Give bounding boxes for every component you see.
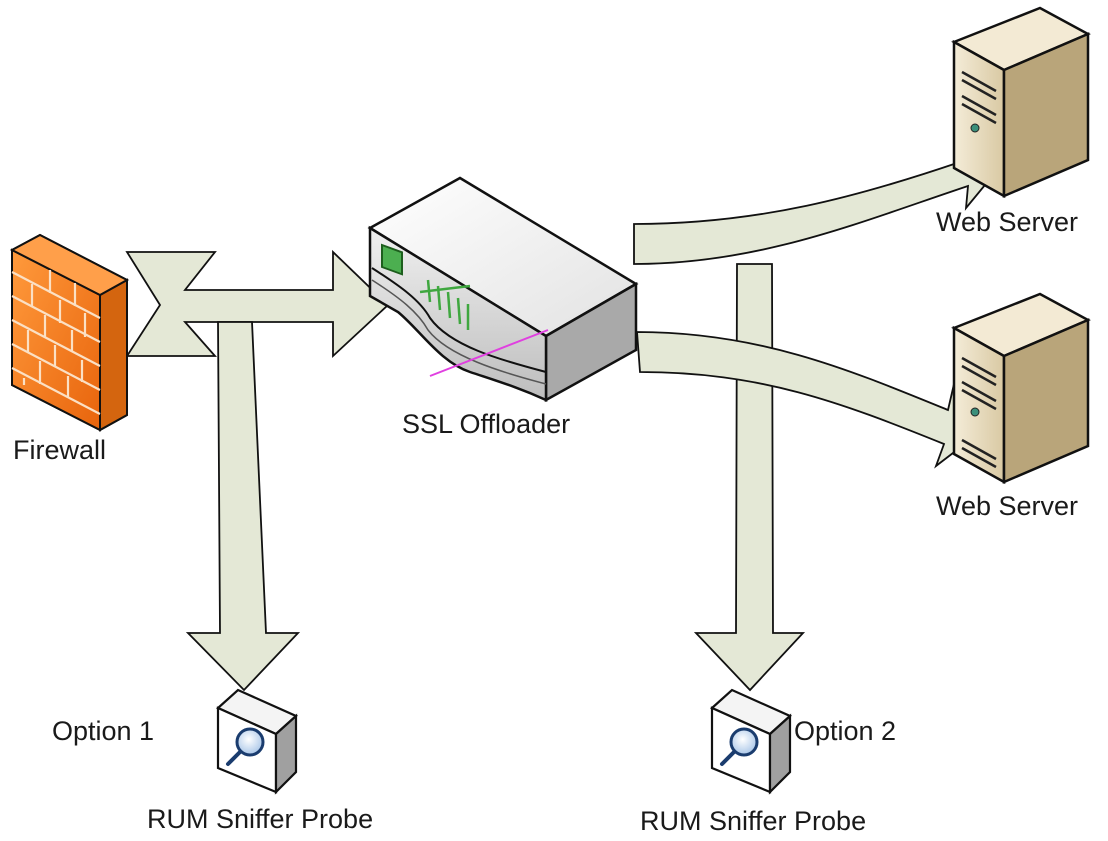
probe1-label: RUM Sniffer Probe: [147, 804, 374, 834]
probe2-label: RUM Sniffer Probe: [640, 806, 867, 836]
option1-label: Option 1: [52, 716, 155, 746]
arrow-to-web-server-bottom: [636, 331, 972, 469]
ssl-offloader-label: SSL Offloader: [402, 409, 571, 439]
web-server-top-label: Web Server: [936, 207, 1079, 237]
web-server-top-icon: [951, 6, 1091, 199]
arrow-firewall-to-ssl: [125, 249, 390, 359]
arrow-to-probe-option2: [693, 263, 806, 692]
option2-label: Option 2: [794, 716, 897, 746]
probe-option2-icon: [710, 688, 792, 795]
ssl-offloader-icon: [367, 176, 639, 403]
firewall-icon: [9, 233, 130, 432]
web-server-bottom-icon: [951, 292, 1091, 485]
firewall-label: Firewall: [13, 435, 107, 465]
arrow-to-probe-option1: [185, 321, 301, 692]
probe-option1-icon: [216, 688, 298, 795]
web-server-bottom-label: Web Server: [936, 491, 1079, 521]
arrow-to-web-server-top: [633, 138, 1006, 265]
